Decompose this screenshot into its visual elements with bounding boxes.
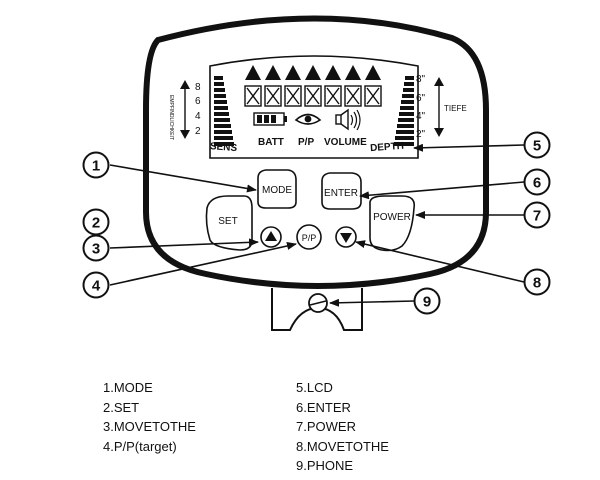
legend-item: 8.MOVETOTHE [296,438,389,454]
svg-text:8: 8 [533,275,541,292]
leader-lines [109,143,525,307]
arrow-down-icon [340,233,352,243]
svg-text:7: 7 [533,208,541,225]
callout-3: 3 [82,234,110,262]
svg-text:3: 3 [92,241,100,258]
callout-6: 6 [523,168,551,196]
depth-bar-graph [394,76,414,146]
leader-4 [109,242,297,286]
legend-item: 3.MOVETOTHE [103,419,196,434]
callout-1: 1 [82,151,110,179]
sens-side-label: EMPFINDLICHKEIT [168,95,174,140]
move-up-button[interactable] [260,226,282,248]
svg-text:4: 4 [92,278,101,295]
svg-text:1: 1 [92,158,100,175]
legend-right: 5.LCD 6.ENTER 7.POWER 8.MOVETOTHE 9.PHON… [296,378,389,476]
callout-2: 2 [82,208,110,236]
leader-3 [109,238,259,249]
sens-scale-6: 6 [195,96,201,107]
depth-scale-4: 4" [416,111,426,122]
mode-button-label: MODE [262,185,292,196]
legend-item: 7.POWER [296,419,356,434]
legend-item: 2.SET [103,399,140,415]
svg-text:2: 2 [92,215,100,232]
legend-item: 5.LCD [296,380,333,395]
move-down-button[interactable] [335,226,357,248]
svg-text:5: 5 [533,138,541,155]
battery-icon [253,112,287,126]
lcd-label-batt: BATT [258,137,284,148]
sens-scale-2: 2 [195,126,201,137]
callout-9: 9 [413,287,441,315]
svg-text:9: 9 [423,294,431,311]
headphone-jack [308,293,328,313]
headphone-jack-icon [309,300,327,306]
leader-9 [329,298,415,307]
leader-5 [413,143,525,152]
legend-left: 1.MODE 2.SET 3.MOVETOTHE 4.P/P(target) [103,378,196,456]
pp-button[interactable]: P/P [296,224,322,250]
legend-item: 6.ENTER [296,399,351,415]
depth-scale-2: 2" [416,129,426,140]
leader-1 [109,164,257,193]
target-triangles [245,65,381,80]
depth-side-label: TIEFE [444,104,467,113]
eye-icon [294,113,322,125]
sens-scale: 8 6 4 2 EMPFINDLICHKEIT [168,80,201,140]
power-button[interactable]: POWER [369,195,416,252]
lcd-label-pp: P/P [298,137,314,148]
lcd-label-depth: DEPTH [370,141,405,154]
legend-item: 4.P/P(target) [103,438,177,454]
enter-button-label: ENTER [324,188,358,199]
target-segments [244,85,382,107]
depth-scale-6: 6" [416,93,426,104]
arrow-up-icon [265,231,277,241]
callout-8: 8 [523,268,551,296]
power-button-label: POWER [373,212,411,223]
callout-4: 4 [82,271,110,299]
lcd-screen: SENS BATT P/P VOLUME DEPTH [209,55,419,159]
sens-scale-4: 4 [195,111,201,122]
legend-item: 9.PHONE [296,458,354,473]
legend-item: 1.MODE [103,380,153,395]
lcd-label-sens: SENS [210,141,238,154]
callout-5: 5 [523,131,551,159]
lcd-label-volume: VOLUME [324,137,367,148]
pp-button-label: P/P [302,233,317,243]
callouts: 1 2 3 4 5 6 7 8 9 [82,131,551,315]
sens-bar-graph [214,76,234,146]
leader-8 [355,240,525,283]
leader-6 [359,181,525,200]
speaker-icon [335,108,361,131]
sens-scale-8: 8 [195,82,201,93]
depth-scale: 8" 6" 4" 2" TIEFE [416,74,467,140]
enter-button[interactable]: ENTER [321,172,362,210]
callout-7: 7 [523,201,551,229]
svg-text:6: 6 [533,175,541,192]
set-button-label: SET [218,216,237,227]
mode-button[interactable]: MODE [257,169,297,209]
depth-scale-8: 8" [416,74,426,85]
